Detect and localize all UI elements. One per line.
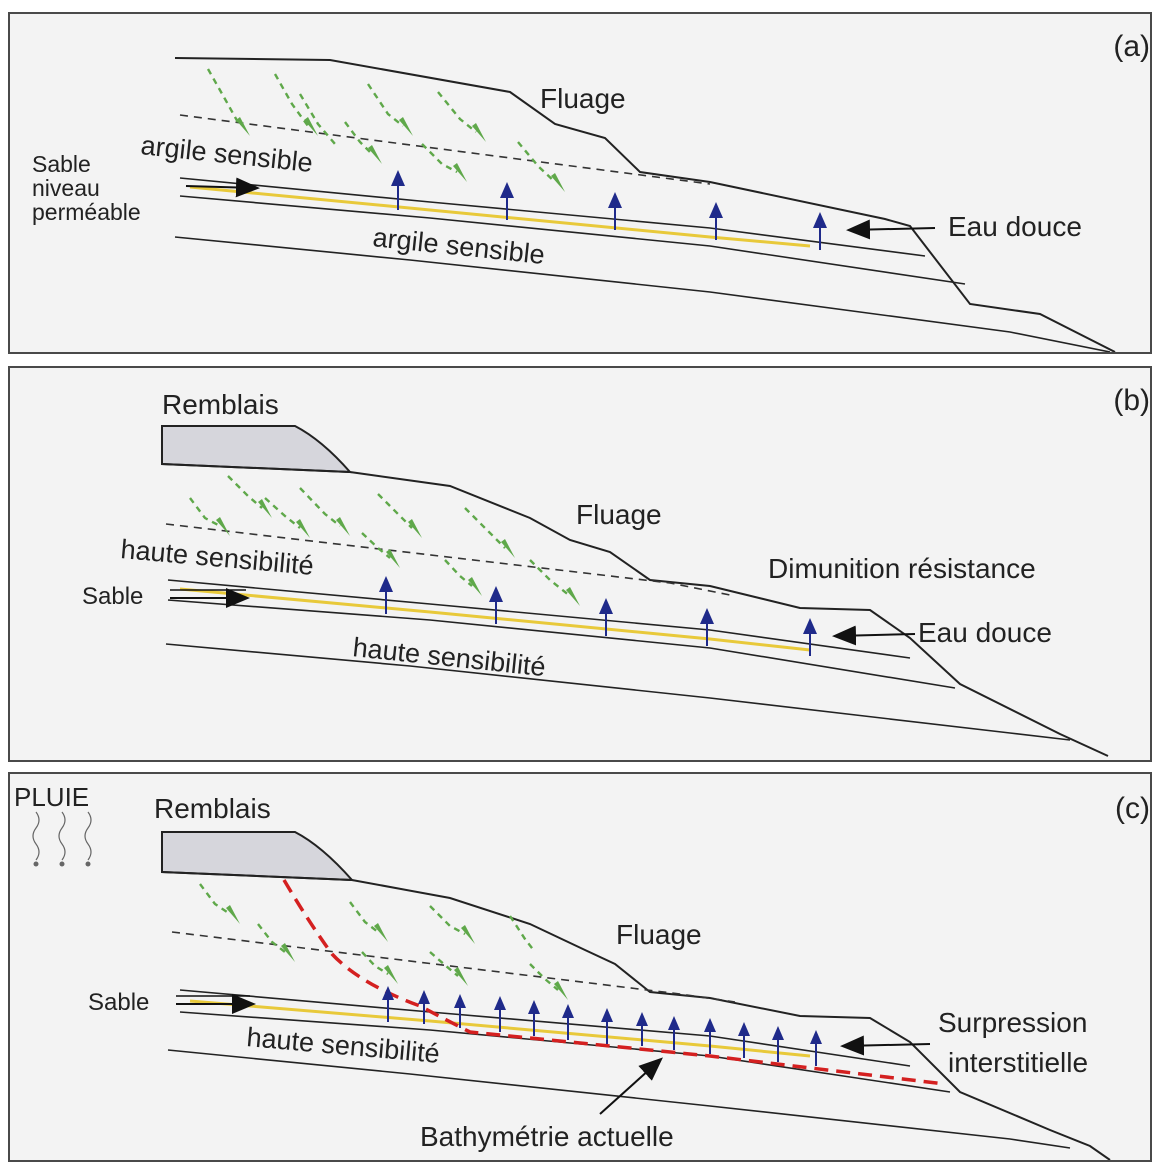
sand-layer (189, 185, 811, 248)
clay-base-line (174, 236, 1111, 352)
fresh-water-arrow (832, 625, 916, 646)
fluage-label: Fluage (576, 499, 662, 530)
bathymetry-arrow (599, 1057, 663, 1115)
reduction-label: Dimunition résistance (768, 553, 1036, 584)
rain-drop-icon (32, 811, 92, 867)
sand-flow-arrow (185, 177, 260, 198)
sand-layer-bottom (179, 1011, 951, 1093)
upper-layer-label: haute sensibilité (119, 534, 315, 581)
dashed-boundary (171, 931, 736, 1003)
clay-base-line (167, 1049, 1071, 1149)
panel-a: (a) Fluage argile sensible argile sensib… (8, 12, 1152, 354)
water-up-arrows (382, 986, 822, 1066)
sand-label: Sable (88, 989, 149, 1016)
panel-b-diagram: (b) Remblais Fluage Dimunition résistanc… (82, 384, 1150, 757)
panel-b: (b) Remblais Fluage Dimunition résistanc… (8, 366, 1152, 762)
sand-label-line2: niveau (32, 175, 100, 201)
sand-layer-top (167, 579, 911, 659)
sand-label-line3: perméable (32, 199, 141, 225)
fluage-label: Fluage (616, 919, 702, 950)
ground-surface (174, 57, 1116, 352)
pressure-label-line1: Surpression (938, 1007, 1087, 1038)
panel-label: (c) (1115, 792, 1150, 825)
dashed-boundary (179, 114, 711, 185)
ground-surface (161, 463, 1109, 757)
panel-c: (c) PLUIE Remblais Fluage Sable Surpress… (8, 772, 1152, 1162)
water-up-arrows (391, 170, 827, 250)
creep-arrows (189, 475, 580, 606)
dashed-boundary (165, 523, 736, 597)
sand-label: Sable (82, 583, 143, 610)
upper-layer-label: argile sensible (139, 130, 314, 178)
fresh-water-arrow (846, 219, 936, 240)
fill-label: Remblais (154, 793, 271, 824)
sand-layer-bottom (167, 599, 956, 689)
failure-surface (282, 879, 946, 1086)
panel-c-diagram: (c) PLUIE Remblais Fluage Sable Surpress… (14, 782, 1150, 1160)
clay-base-line (165, 643, 1071, 741)
sand-layer (189, 999, 811, 1058)
ground-surface (161, 871, 1111, 1160)
pressure-label-line2: interstitielle (948, 1047, 1088, 1078)
creep-arrows (199, 883, 568, 1000)
creep-arrows (206, 68, 565, 192)
sand-layer-bottom (179, 195, 966, 285)
lower-layer-label: haute sensibilité (351, 632, 547, 682)
water-label: Eau douce (948, 211, 1082, 242)
sand-label-line1: Sable (32, 151, 91, 177)
fill-label: Remblais (162, 389, 279, 420)
panel-label: (b) (1113, 384, 1150, 417)
pressure-arrow (840, 1035, 931, 1056)
sand-layer-top (179, 989, 911, 1067)
fluage-label: Fluage (540, 83, 626, 114)
panel-label: (a) (1113, 30, 1150, 63)
sand-layer-top (179, 177, 926, 257)
rain-label: PLUIE (14, 782, 89, 812)
lower-layer-label: argile sensible (371, 222, 546, 270)
panel-a-diagram: (a) Fluage argile sensible argile sensib… (32, 30, 1150, 352)
sand-layer (179, 587, 811, 652)
water-label: Eau douce (918, 617, 1052, 648)
water-up-arrows (379, 576, 817, 656)
bathymetry-label: Bathymétrie actuelle (420, 1121, 674, 1152)
